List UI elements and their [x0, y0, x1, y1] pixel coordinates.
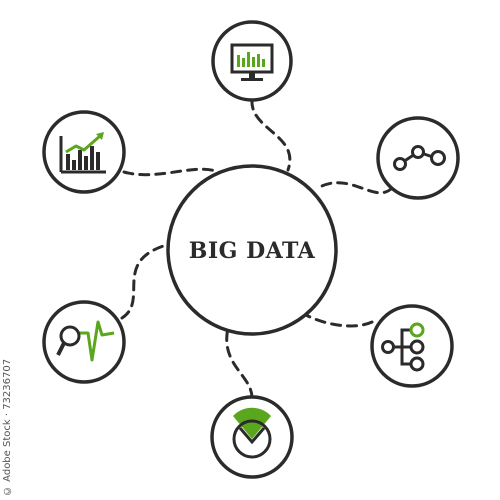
- node-monitor: [211, 20, 293, 102]
- connector-bottom-right: [304, 313, 374, 328]
- center-hub: BIG DATA: [166, 164, 338, 336]
- connector-top-left: [122, 167, 224, 177]
- connector-bottom-left: [120, 242, 172, 320]
- growth-bar-chart-icon: [59, 132, 106, 174]
- center-label: BIG DATA: [189, 238, 316, 264]
- connector-bottom: [225, 326, 254, 400]
- connectors: [120, 98, 394, 400]
- node-pie-chart: [210, 395, 294, 479]
- monitor-chart-icon: [230, 43, 274, 81]
- analysis-magnifier-icon: [56, 320, 115, 362]
- node-line-nodes: [376, 116, 460, 200]
- connector-top-right: [316, 181, 394, 195]
- node-growth-circle: [42, 110, 126, 194]
- pie-chart-icon: [232, 407, 272, 459]
- node-analysis-circle: [42, 300, 126, 384]
- connector-top: [250, 98, 292, 172]
- node-growth: [42, 110, 126, 194]
- center-circle: [166, 164, 338, 336]
- hierarchy-tree-icon: [381, 322, 425, 372]
- stock-credit: © Adobe Stock · 73236707: [2, 358, 13, 496]
- node-analysis: [42, 300, 126, 384]
- node-hierarchy: [370, 304, 454, 388]
- line-nodes-icon: [393, 145, 446, 171]
